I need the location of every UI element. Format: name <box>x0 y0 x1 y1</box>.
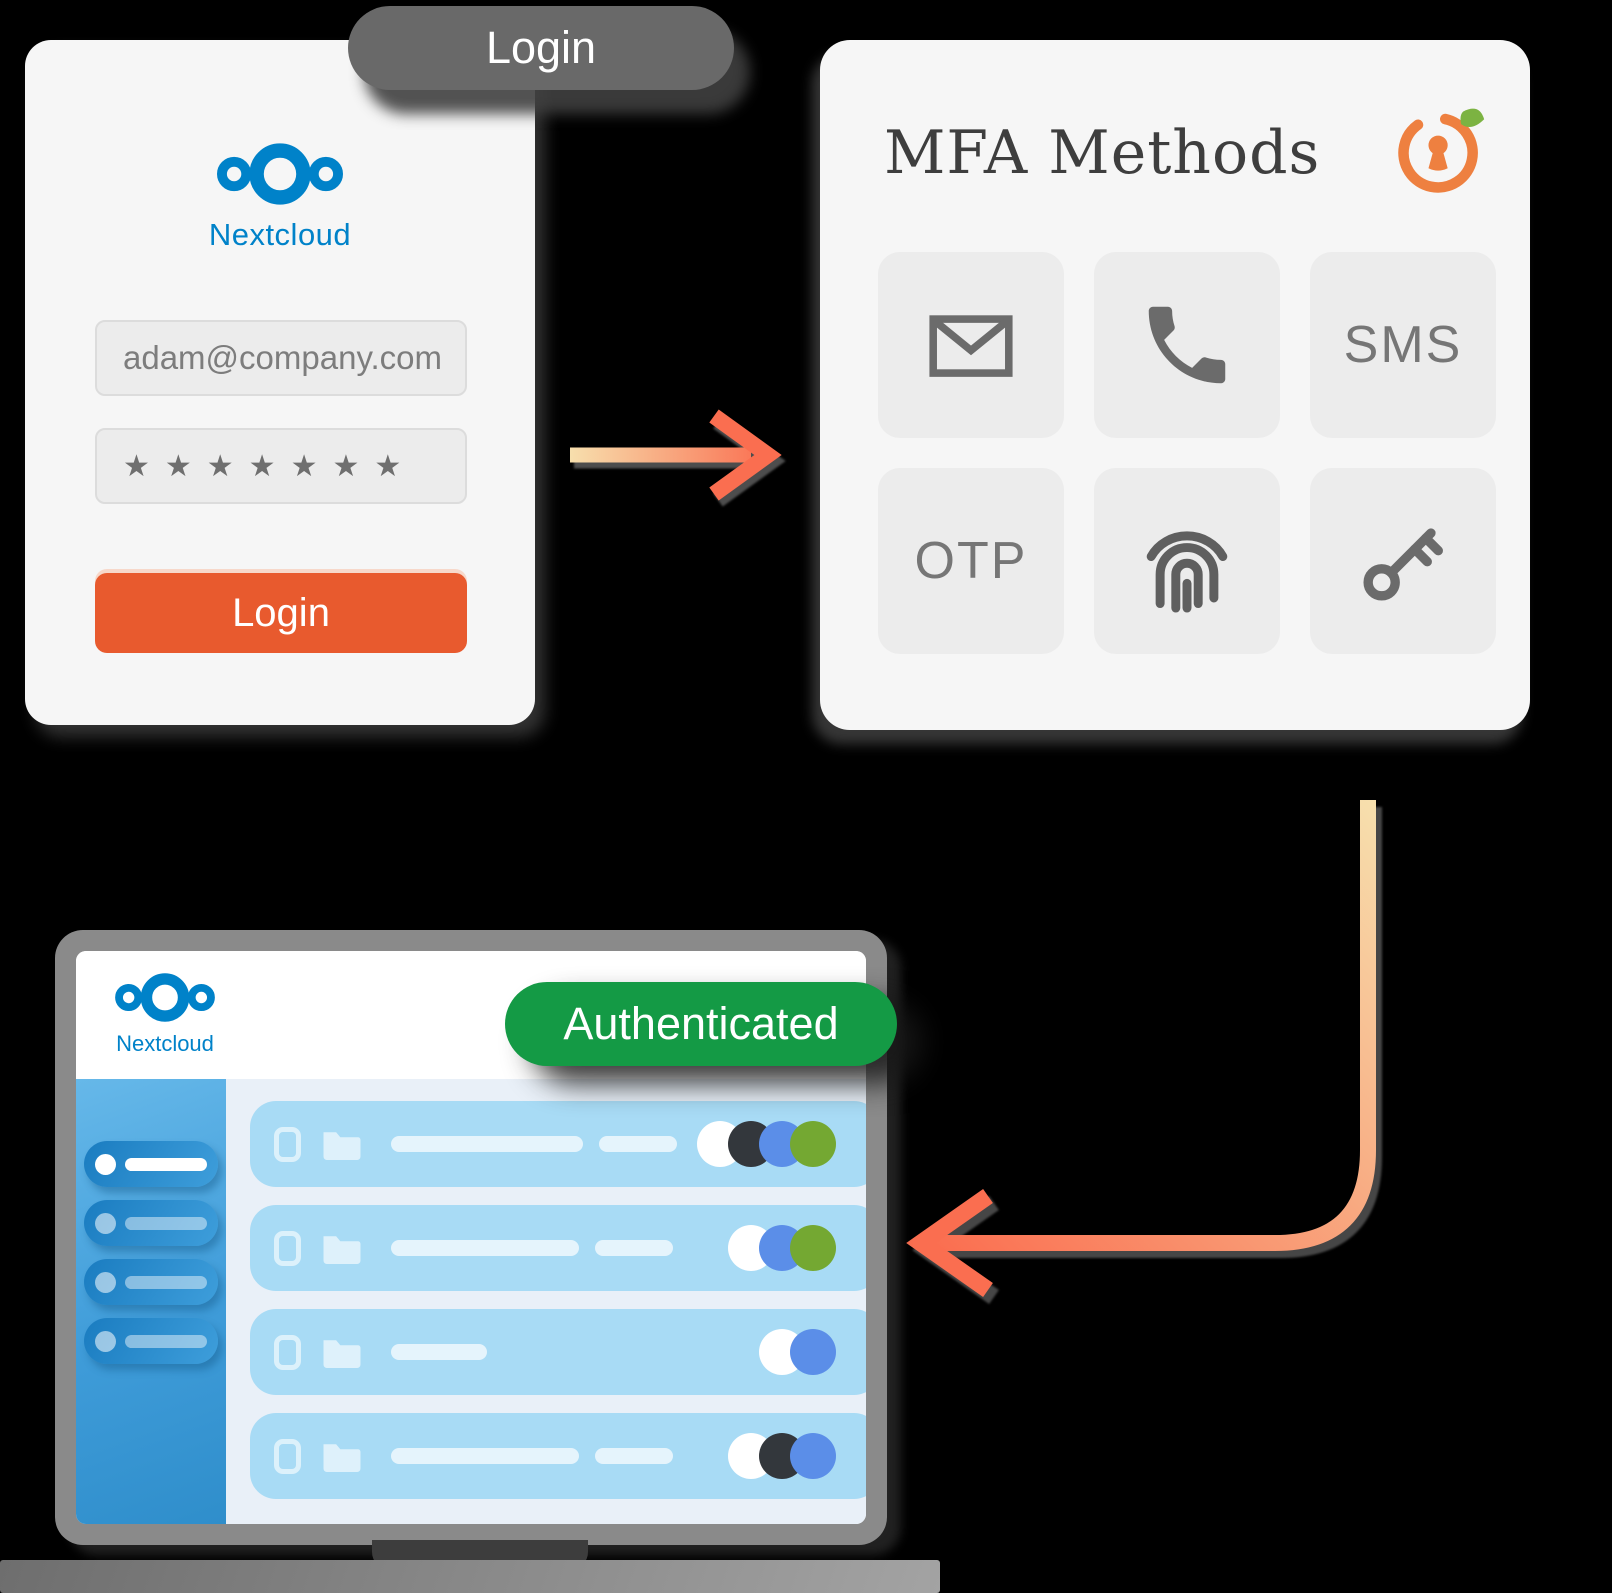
skeleton-bar <box>595 1240 673 1256</box>
nextcloud-wordmark: Nextcloud <box>208 217 352 252</box>
mfa-tile-phone[interactable] <box>1094 252 1280 438</box>
otp-label: OTP <box>914 532 1028 590</box>
sms-label: SMS <box>1343 316 1463 374</box>
sidebar-item-bar <box>125 1275 207 1289</box>
toggle-dot-blue[interactable] <box>790 1329 836 1375</box>
checkbox-icon[interactable] <box>274 1230 301 1266</box>
sidebar-item-dot <box>95 1330 116 1352</box>
email-envelope-icon <box>929 315 1013 377</box>
key-icon <box>1363 528 1443 601</box>
folder-icon <box>323 1236 361 1264</box>
folder-icon <box>323 1132 361 1160</box>
password-field[interactable]: ★★★★★★★ <box>95 428 467 504</box>
sidebar-item[interactable] <box>84 1318 218 1364</box>
sidebar-item[interactable] <box>84 1200 218 1246</box>
toggle-group <box>759 1329 836 1375</box>
monitor-stand-base <box>0 1560 940 1593</box>
skeleton-bar <box>391 1136 583 1152</box>
authenticated-badge: Authenticated <box>505 982 897 1066</box>
mfa-tile-fingerprint[interactable] <box>1094 468 1280 654</box>
mfa-card: MFA Methods SMS OTP <box>820 40 1530 730</box>
skeleton-bar <box>595 1448 673 1464</box>
dashboard-row <box>250 1309 866 1395</box>
miniorange-logo-icon <box>1398 108 1485 193</box>
mfa-tile-security-key[interactable] <box>1310 468 1496 654</box>
toggle-dot-blue[interactable] <box>790 1433 836 1479</box>
sidebar-item-bar <box>125 1216 207 1230</box>
mfa-tile-otp[interactable]: OTP <box>878 468 1064 654</box>
toggle-group <box>697 1121 836 1167</box>
dashboard-content <box>226 1079 866 1524</box>
skeleton-bar <box>391 1240 579 1256</box>
sidebar-item-bar <box>125 1157 207 1171</box>
mfa-title: MFA Methods <box>884 118 1321 188</box>
skeleton-bar <box>599 1136 677 1152</box>
checkbox-icon[interactable] <box>274 1126 301 1162</box>
login-step-badge: Login <box>348 6 734 90</box>
skeleton-bars <box>391 1240 673 1256</box>
phone-call-icon <box>1148 306 1226 384</box>
dashboard-body <box>76 1079 866 1524</box>
toggle-group <box>728 1433 836 1479</box>
mfa-grid: SMS OTP <box>878 252 1496 654</box>
skeleton-bars <box>391 1344 487 1360</box>
dashboard-row <box>250 1413 866 1499</box>
toggle-dot-green[interactable] <box>790 1121 836 1167</box>
monitor-mockup: Nextcloud <box>55 930 897 1545</box>
skeleton-bars <box>391 1136 677 1152</box>
toggle-group <box>728 1225 836 1271</box>
nextcloud-circles-icon <box>115 973 215 1022</box>
sidebar-item-dot <box>95 1271 116 1293</box>
arrow-login-to-mfa-icon <box>570 409 782 501</box>
mfa-tile-sms[interactable]: SMS <box>1310 252 1496 438</box>
sidebar-item-bar <box>125 1334 207 1348</box>
skeleton-bar <box>391 1448 579 1464</box>
sidebar-item[interactable] <box>84 1141 218 1187</box>
login-button[interactable]: Login <box>95 573 467 653</box>
arrow-mfa-to-dashboard-icon <box>906 800 1376 1297</box>
skeleton-bar <box>391 1344 487 1360</box>
folder-icon <box>323 1340 361 1368</box>
nextcloud-wordmark: Nextcloud <box>116 1031 214 1056</box>
email-field[interactable]: adam@company.com <box>95 320 467 396</box>
login-card: Nextcloud adam@company.com ★★★★★★★ Login <box>25 40 535 725</box>
checkbox-icon[interactable] <box>274 1334 301 1370</box>
dashboard-sidebar <box>76 1079 226 1524</box>
skeleton-bars <box>391 1448 673 1464</box>
nextcloud-logo-small: Nextcloud <box>100 969 230 1057</box>
sidebar-item-dot <box>95 1212 116 1234</box>
toggle-dot-green[interactable] <box>790 1225 836 1271</box>
folder-icon <box>323 1444 361 1472</box>
sidebar-item-dot <box>95 1153 116 1175</box>
sidebar-item[interactable] <box>84 1259 218 1305</box>
nextcloud-logo: Nextcloud <box>25 138 535 253</box>
dashboard-row <box>250 1205 866 1291</box>
fingerprint-icon <box>1146 531 1228 613</box>
mfa-tile-email[interactable] <box>878 252 1064 438</box>
checkbox-icon[interactable] <box>274 1438 301 1474</box>
nextcloud-circles-icon <box>217 143 343 205</box>
dashboard-row <box>250 1101 866 1187</box>
